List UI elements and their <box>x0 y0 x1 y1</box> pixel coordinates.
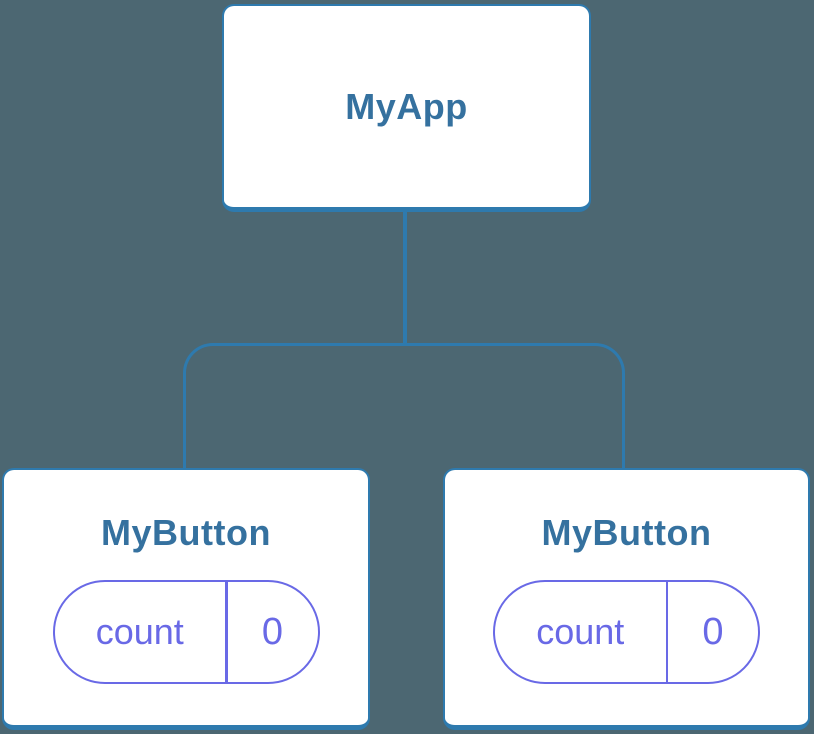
state-name-2: count <box>536 611 625 652</box>
node-label-mybutton-1: MyButton <box>101 512 271 553</box>
tree-node-mybutton-1: MyButton count 0 <box>2 468 370 730</box>
state-value-1: 0 <box>261 610 284 653</box>
state-pill-1: count 0 <box>52 580 320 684</box>
node-label-mybutton-2: MyButton <box>541 512 712 553</box>
state-value-2: 0 <box>702 610 724 653</box>
tree-node-mybutton-2: MyButton count 0 <box>443 468 810 730</box>
pill-divider-2 <box>665 582 668 682</box>
connector-branch <box>183 343 625 469</box>
tree-node-myapp: MyApp <box>222 4 591 212</box>
pill-divider-1 <box>225 582 228 682</box>
connector-stem <box>403 210 407 346</box>
state-name-1: count <box>95 611 184 652</box>
node-label-myapp: MyApp <box>345 85 468 127</box>
state-pill-2: count 0 <box>493 580 760 684</box>
